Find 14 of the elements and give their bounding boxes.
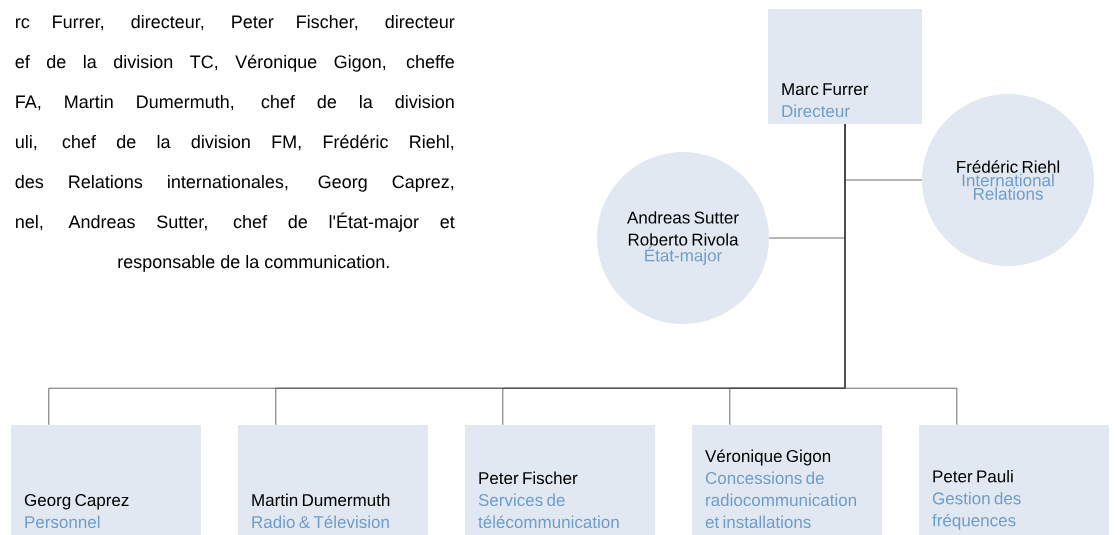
- person-box: Véronique Gigon Concessions de radiocommunication et installations: [692, 425, 882, 535]
- paragraph-line: ef de la division TC, Véronique Gigon, cheffe: [15, 54, 454, 72]
- person-box: Peter Fischer Services de télécommunication: [465, 425, 655, 535]
- paragraph-line: des Relations internationales, Georg Caprez,: [15, 174, 454, 192]
- paragraph-line: responsable de la communication.: [118, 254, 389, 272]
- paragraph-line: uli, chef de la division FM, Frédéric Riehl,: [16, 134, 454, 151]
- person-box: Peter Pauli Gestion des fréquences: [919, 425, 1109, 535]
- person-box: Georg Caprez Personnel: [11, 425, 201, 535]
- paragraph-line: FA, Martin Dumermuth, chef de la division: [16, 94, 454, 111]
- paragraph-line: rc Furrer, directeur, Peter Fischer, directeur: [16, 14, 455, 31]
- person-box: Martin Dumermuth Radio & Télevision: [238, 425, 428, 535]
- paragraph-line: nel, Andreas Sutter, chef de l'État-major et: [16, 212, 455, 232]
- person-box: Marc Furrer Directeur: [768, 9, 922, 124]
- connector-line: [844, 123, 958, 426]
